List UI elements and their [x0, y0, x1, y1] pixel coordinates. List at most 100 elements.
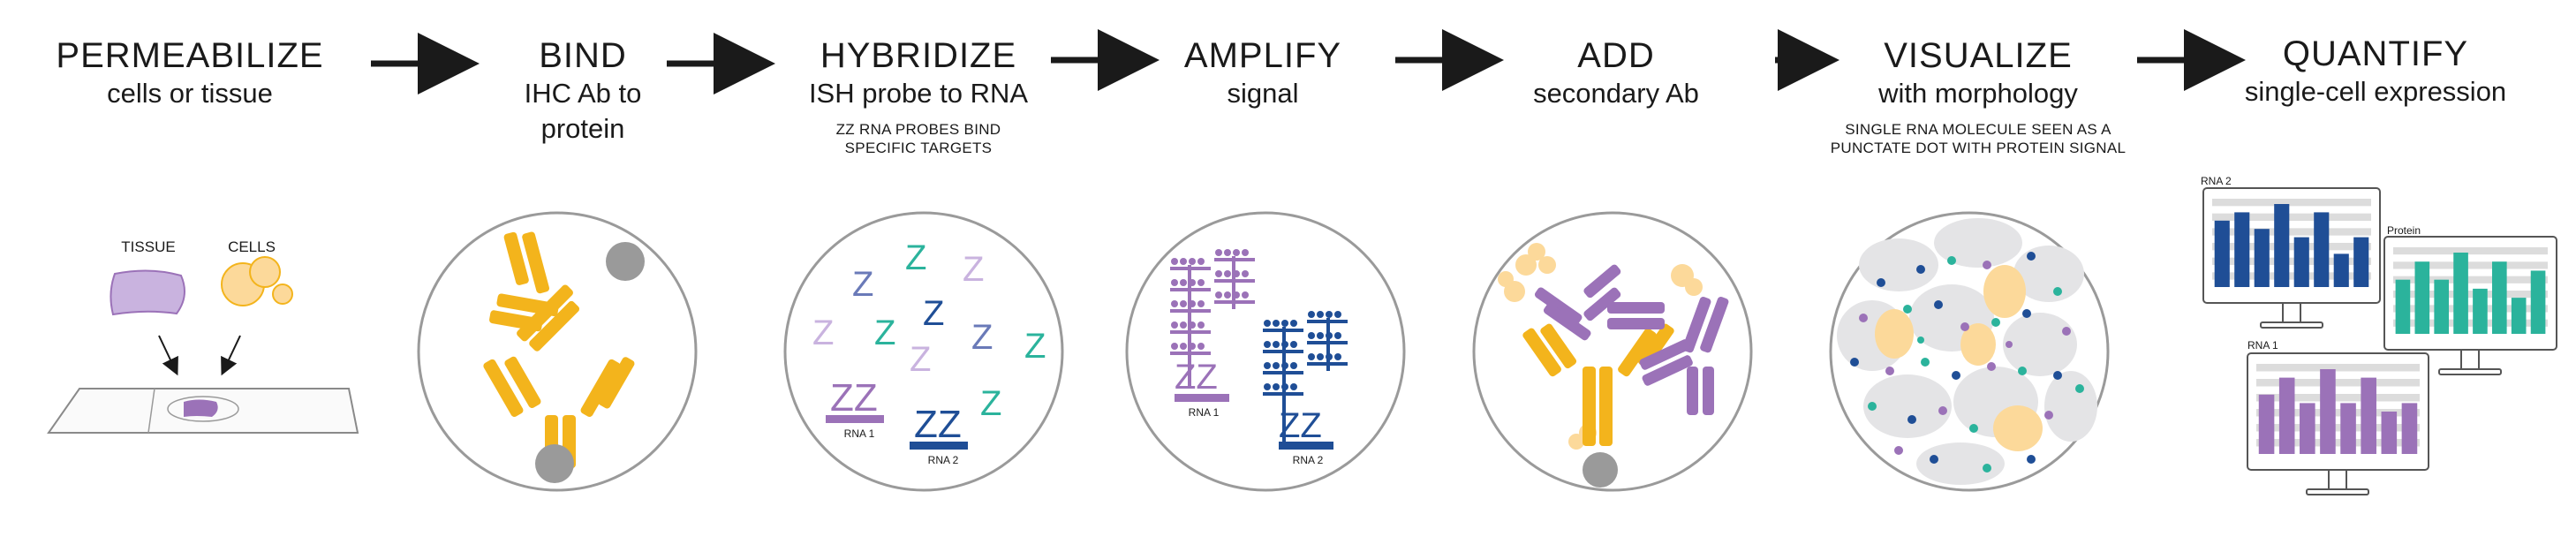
svg-text:Z: Z: [910, 340, 931, 379]
step-subtitle: secondary Ab: [1533, 78, 1699, 109]
step-title: QUANTIFY: [2282, 34, 2469, 73]
grid-band: [2212, 213, 2371, 221]
step-hybridize: HYBRIDIZE ISH probe to RNA ZZ RNA PROBES…: [759, 35, 1077, 157]
svg-text:Z: Z: [812, 314, 834, 352]
bar: [2414, 261, 2430, 334]
grid-band: [2393, 305, 2548, 313]
protein-target-icon: [535, 444, 574, 483]
monitor-title: RNA 2: [2201, 175, 2232, 187]
svg-text:Z: Z: [971, 318, 993, 357]
bar: [2254, 229, 2270, 287]
step-title: VISUALIZE: [1884, 36, 2073, 75]
svg-text:ZZ: ZZ: [914, 403, 962, 446]
bar: [2453, 253, 2468, 334]
monitor-rna1: [2247, 352, 2429, 495]
step-title: AMPLIFY: [1183, 36, 1342, 75]
primary-antibody-icon: [1522, 323, 1674, 446]
bar: [2511, 298, 2527, 334]
primary-antibody-icon: [489, 231, 580, 352]
grid-band: [2256, 409, 2420, 417]
secondary-antibody-icon: [1534, 264, 1665, 341]
bar: [2353, 237, 2369, 287]
protein-signal: [1875, 265, 2043, 451]
step-title: HYBRIDIZE: [820, 36, 1017, 75]
step-amplify: AMPLIFY signal: [1139, 35, 1386, 111]
step-visualize: VISUALIZE with morphology SINGLE RNA MOL…: [1802, 35, 2155, 157]
grid-band: [2212, 228, 2371, 236]
grid-band: [2393, 319, 2548, 327]
tissue-label: TISSUE: [121, 238, 176, 255]
bar: [2274, 204, 2290, 287]
bar: [2320, 369, 2336, 454]
rna2-label: RNA 2: [1292, 454, 1324, 466]
svg-text:ZZ: ZZ: [1175, 358, 1218, 397]
svg-text:ZZ: ZZ: [830, 376, 878, 420]
svg-text:Z: Z: [905, 238, 926, 277]
bar: [2340, 403, 2356, 454]
bar: [2401, 403, 2418, 454]
amplifier-tree-blue: ZZ: [1263, 311, 1348, 450]
bar: [2361, 377, 2376, 454]
svg-text:Z: Z: [980, 384, 1001, 423]
rna-dots: [1850, 252, 2084, 473]
step-subtitle: IHC Ab to protein: [524, 78, 642, 144]
grid-band: [2256, 424, 2420, 432]
grid-band: [2256, 364, 2420, 372]
grid-band: [2212, 272, 2371, 280]
step-quantify: QUANTIFY single-cell expression: [2199, 34, 2552, 110]
step-title: BIND: [539, 36, 627, 75]
step-subtitle: single-cell expression: [2244, 76, 2507, 107]
step-add: ADD secondary Ab: [1484, 35, 1749, 111]
secondary-antibody-icon: [1639, 297, 1729, 415]
amplify-circle: ZZ ZZ: [1125, 211, 1406, 492]
rna1-label: RNA 1: [843, 427, 875, 440]
grid-band: [2212, 243, 2371, 251]
step-permeabilize: PERMEABILIZE cells or tissue: [44, 35, 336, 111]
bar: [2300, 403, 2315, 454]
cells-label: CELLS: [228, 238, 276, 255]
grid-band: [2393, 291, 2548, 299]
grid-band: [2256, 439, 2420, 447]
add-circle: [1472, 211, 1753, 492]
svg-text:ZZ: ZZ: [1279, 406, 1322, 445]
monitor-protein: [2383, 236, 2557, 375]
visualize-circle: [1829, 211, 2110, 492]
bar: [2258, 394, 2275, 454]
amplifier-tree-purple: ZZ: [1170, 249, 1255, 402]
step-bind: BIND IHC Ab to protein: [459, 35, 706, 147]
rna2-label: RNA 2: [927, 454, 959, 466]
bar: [2234, 212, 2250, 287]
step-subtitle: cells or tissue: [107, 78, 273, 109]
step-title: ADD: [1577, 36, 1655, 75]
cells-icon: [221, 256, 293, 306]
monitor-rna2: [2202, 187, 2381, 329]
step-subtitle: with morphology: [1878, 78, 2078, 109]
tissue-icon: [110, 269, 185, 316]
bar: [2381, 412, 2398, 454]
grid-band: [2256, 379, 2420, 387]
primary-antibody-icon: [483, 356, 635, 468]
step-subtitle: signal: [1227, 78, 1299, 109]
grid-band: [2212, 199, 2371, 207]
hybridize-circle: Z Z Z Z Z Z Z Z Z Z ZZ ZZ: [783, 211, 1064, 492]
bar: [2314, 212, 2330, 287]
monitor-title: RNA 1: [2247, 339, 2278, 352]
bar: [2492, 261, 2507, 334]
grid-band: [2256, 394, 2420, 402]
svg-text:Z: Z: [852, 265, 873, 304]
bar: [2473, 288, 2488, 334]
step-subtitle: ISH probe to RNA: [808, 78, 1029, 109]
bar: [2434, 279, 2449, 334]
rna1-label: RNA 1: [1188, 406, 1220, 419]
bar: [2333, 253, 2349, 287]
bar: [2214, 220, 2230, 287]
sample-slide: [47, 256, 359, 434]
bar: [2293, 237, 2309, 287]
grid-band: [2393, 276, 2548, 284]
step-title: PERMEABILIZE: [56, 36, 324, 75]
grid-band: [2212, 257, 2371, 265]
svg-text:Z: Z: [963, 250, 984, 289]
svg-text:Z: Z: [923, 294, 944, 333]
monitor-title: Protein: [2387, 224, 2421, 237]
